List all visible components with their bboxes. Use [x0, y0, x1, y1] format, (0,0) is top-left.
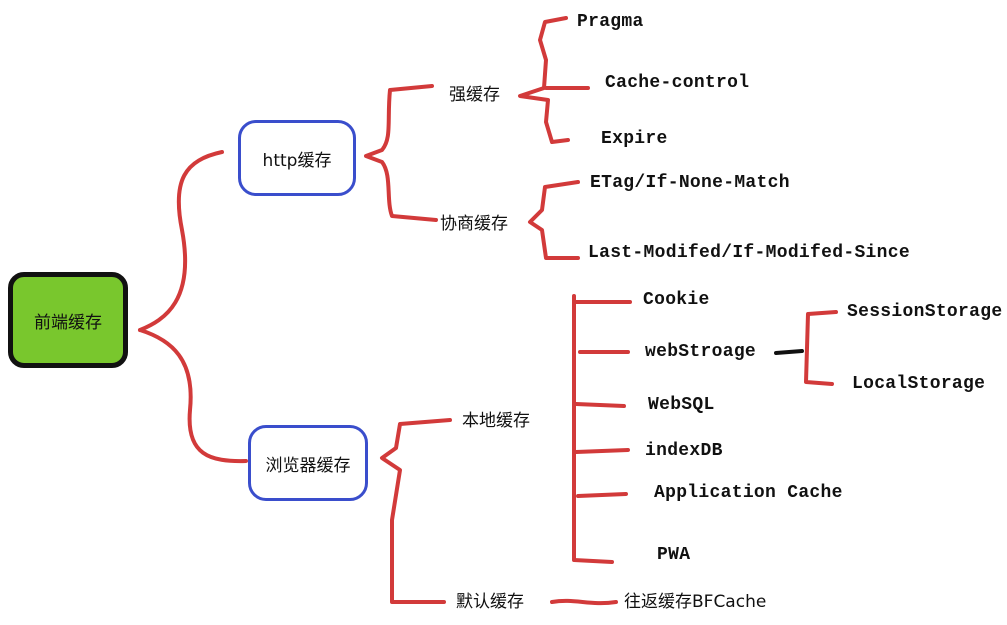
link-root-browser — [138, 328, 248, 464]
session-storage-label: SessionStorage — [847, 302, 1003, 322]
indexdb-label: indexDB — [645, 441, 723, 461]
bus-local — [572, 294, 614, 564]
cache-control-label: Cache-control — [605, 73, 750, 93]
etag-label: ETag/If-None-Match — [590, 173, 790, 193]
link-webstorage — [774, 349, 804, 355]
negotiate-cache-label: 协商缓存 — [440, 214, 508, 234]
tick-websql — [574, 402, 626, 408]
expire-label: Expire — [601, 129, 668, 149]
pwa-label: PWA — [657, 545, 691, 565]
bracket-http — [364, 84, 438, 222]
link-root-http — [138, 150, 224, 332]
webstorage-label: webStroage — [645, 342, 757, 362]
cookie-label: Cookie — [643, 290, 710, 310]
application-cache-label: Application Cache — [654, 483, 843, 503]
browser-cache-label: 浏览器缓存 — [265, 455, 351, 476]
pragma-label: Pragma — [577, 12, 644, 32]
last-modified-label: Last-Modifed/If-Modifed-Since — [588, 243, 910, 263]
tick-indexdb — [574, 448, 630, 454]
websql-label: WebSQL — [648, 395, 715, 415]
bracket-webstorage — [804, 310, 838, 386]
bfcache-label: 往返缓存BFCache — [624, 592, 767, 612]
root-node: 前端缓存 — [8, 272, 128, 368]
tick-appcache — [576, 492, 628, 498]
http-cache-node: http缓存 — [238, 120, 356, 196]
browser-cache-node: 浏览器缓存 — [248, 425, 368, 501]
bracket-negotiate — [528, 180, 580, 260]
bracket-strong — [518, 16, 570, 144]
strong-cache-label: 强缓存 — [449, 85, 500, 105]
local-cache-label: 本地缓存 — [462, 411, 530, 431]
local-storage-label: LocalStorage — [852, 374, 986, 394]
http-cache-label: http缓存 — [262, 150, 332, 171]
bracket-browser — [380, 418, 452, 604]
link-default-bfcache — [550, 598, 618, 606]
root-label: 前端缓存 — [34, 312, 102, 333]
default-cache-label: 默认缓存 — [456, 592, 524, 612]
